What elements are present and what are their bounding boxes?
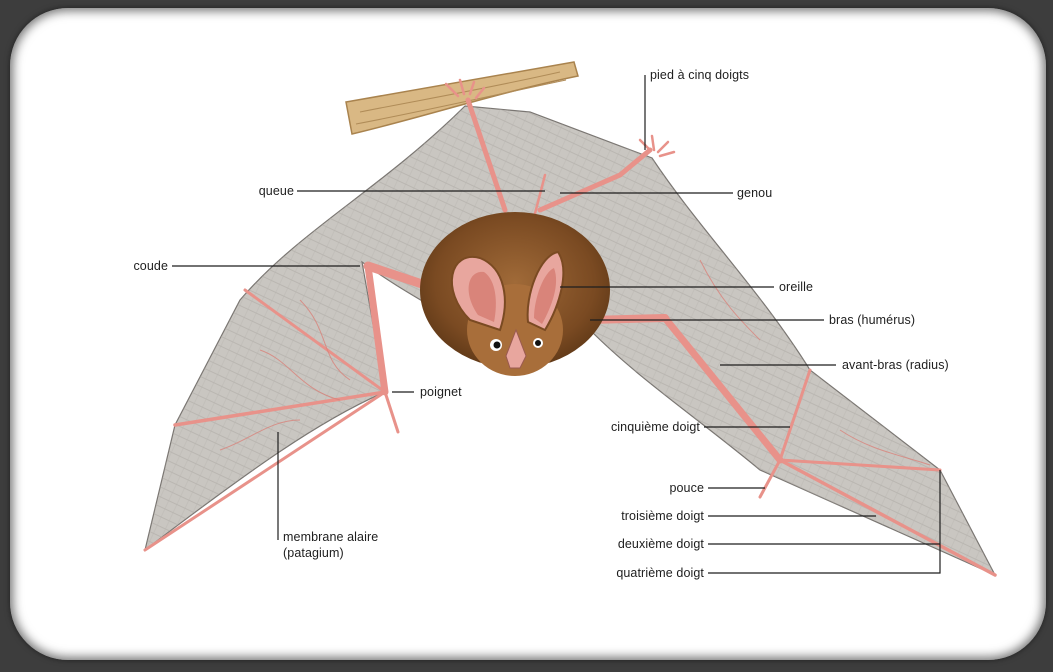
label-pied-a-cinq-doigts: pied à cinq doigts bbox=[650, 68, 749, 83]
label-poignet: poignet bbox=[420, 385, 462, 400]
label-troisieme-doigt: troisième doigt bbox=[560, 509, 704, 524]
label-cinquieme-doigt: cinquième doigt bbox=[560, 420, 700, 435]
label-coude: coude bbox=[110, 259, 168, 274]
label-oreille: oreille bbox=[779, 280, 813, 295]
label-bras-humerus: bras (humérus) bbox=[829, 313, 915, 328]
label-pouce: pouce bbox=[600, 481, 704, 496]
label-avant-bras-radius: avant-bras (radius) bbox=[842, 358, 949, 373]
label-deuxieme-doigt: deuxième doigt bbox=[560, 537, 704, 552]
label-queue: queue bbox=[236, 184, 294, 199]
label-patagium: (patagium) bbox=[283, 546, 344, 561]
label-membrane-alaire: membrane alaire bbox=[283, 530, 378, 545]
bat-body bbox=[420, 212, 610, 376]
label-quatrieme-doigt: quatrième doigt bbox=[560, 566, 704, 581]
label-genou: genou bbox=[737, 186, 772, 201]
